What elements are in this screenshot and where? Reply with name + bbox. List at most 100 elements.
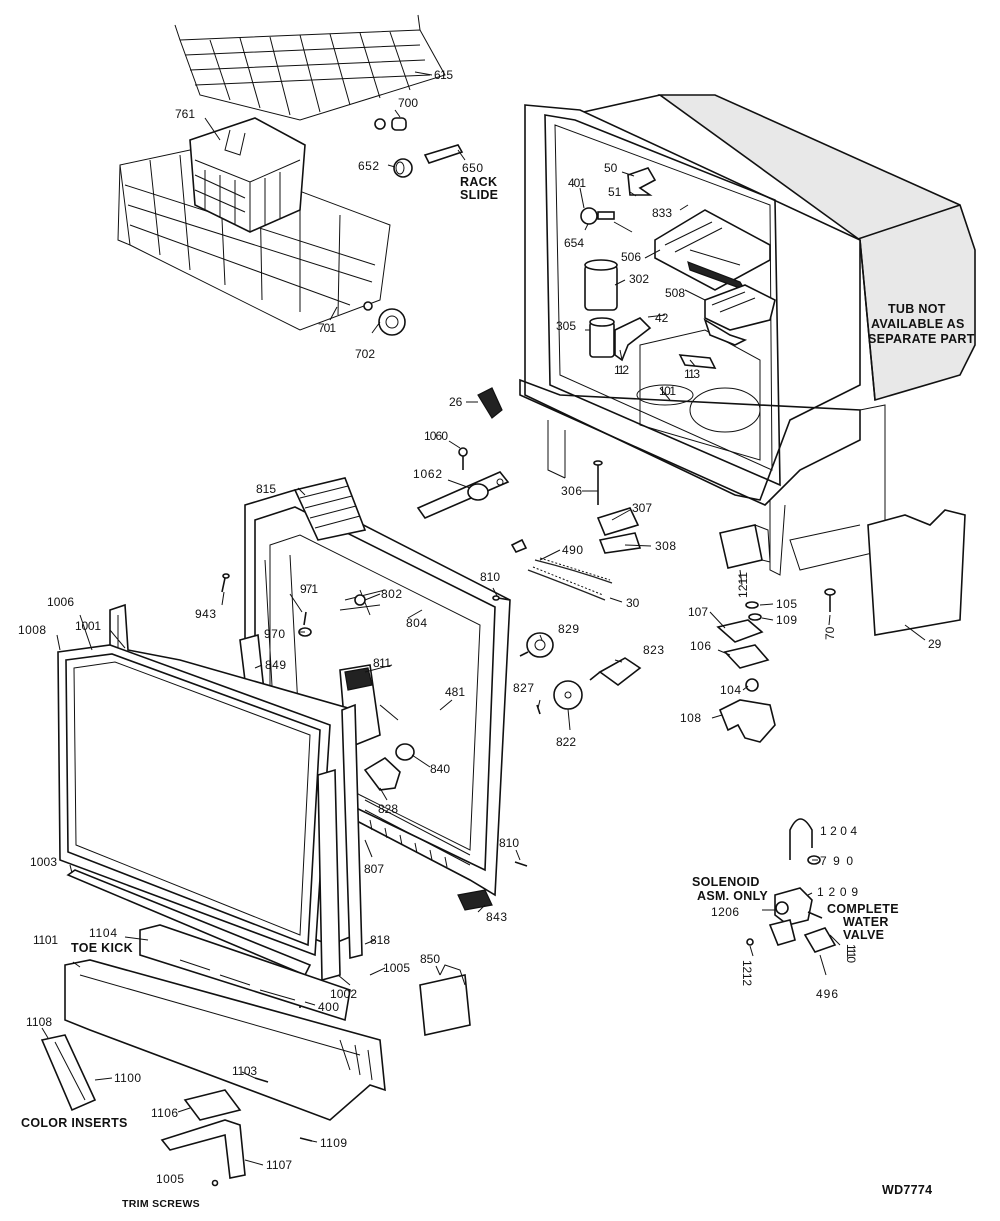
label-615: 615 [434, 68, 453, 82]
cup-305 [589, 317, 615, 358]
screw-810a [492, 595, 511, 601]
label-1003: 1003 [30, 855, 57, 869]
label-1101: 1101 [33, 933, 58, 947]
vent-815 [293, 477, 367, 541]
screw-810b [514, 861, 528, 867]
wheel-822 [553, 680, 583, 710]
side-trim-1002 [317, 768, 341, 982]
valve-line3: VALVE [843, 928, 884, 942]
tub-note-line1: TUB NOT [888, 302, 946, 316]
label-652: 652 [358, 159, 379, 173]
tub-note-line3: SEPARATE PART [868, 332, 975, 346]
valve-line1: COMPLETE [827, 902, 899, 916]
rack-roller-700 [374, 117, 407, 131]
label-1204: 1204 [820, 824, 857, 838]
springs-30 [527, 557, 613, 601]
label-1002: 1002 [330, 987, 357, 1001]
rinse-aid-dispenser-508 [703, 284, 776, 346]
hook-1060 [458, 447, 468, 470]
label-50: 50 [604, 161, 618, 175]
label-508: 508 [665, 286, 685, 300]
label-802: 802 [381, 587, 402, 601]
silverware-basket[interactable] [189, 117, 306, 233]
screw-1109 [299, 1137, 313, 1142]
plate-107 [716, 619, 764, 643]
door-wheel-802 [339, 589, 386, 616]
label-804: 804 [406, 616, 427, 630]
rack-slide-line2: SLIDE [460, 188, 498, 202]
solenoid-line1: SOLENOID [692, 875, 760, 889]
knob-654 [580, 207, 633, 233]
label-1110: 1110 [844, 944, 858, 963]
label-30: 30 [626, 596, 640, 610]
label-106: 106 [690, 639, 711, 653]
rack-stop-652 [393, 158, 413, 178]
label-790: 790 [820, 854, 853, 868]
label-107: 107 [688, 605, 708, 619]
roller-702 [363, 301, 406, 336]
label-1100: 1100 [114, 1071, 141, 1085]
bracket-818 [341, 703, 363, 960]
label-490: 490 [562, 543, 583, 557]
label-1106: 1106 [151, 1106, 178, 1120]
label-807: 807 [364, 862, 384, 876]
label-496: 496 [816, 987, 838, 1001]
trim-843 [457, 889, 493, 911]
label-1206: 1206 [711, 905, 739, 919]
label-850: 850 [420, 952, 440, 966]
label-1103: 1103 [232, 1064, 257, 1078]
rack-slide-650 [423, 144, 464, 164]
label-1209: 1209 [817, 885, 858, 899]
door-panel-1008[interactable] [57, 644, 331, 957]
knob-840 [395, 743, 415, 761]
leader-lines [41, 71, 926, 1166]
color-inserts-label: COLOR INSERTS [21, 1116, 128, 1130]
color-inserts-1108 [40, 1034, 97, 1112]
bracket-50 [627, 167, 657, 196]
washer-109 [748, 613, 762, 621]
label-702: 702 [355, 347, 375, 361]
rail-113 [678, 354, 717, 369]
label-1005a: 1005 [383, 961, 410, 975]
label-843: 843 [486, 910, 507, 924]
cover-29 [867, 509, 966, 636]
label-481: 481 [445, 685, 465, 699]
label-104: 104 [720, 683, 741, 697]
label-1062: 1062 [413, 467, 442, 481]
label-971: 971 [300, 582, 318, 596]
label-401: 401 [568, 176, 586, 190]
water-valve-1209 [768, 887, 823, 946]
label-51: 51 [608, 185, 622, 199]
valve-line2: WATER [843, 915, 889, 929]
label-1005b: 1005 [156, 1172, 184, 1186]
bracket-1106 [183, 1089, 242, 1121]
upper-rack[interactable] [174, 14, 446, 121]
label-654: 654 [564, 236, 584, 250]
label-1108: 1108 [26, 1015, 52, 1029]
label-1212: 1212 [740, 960, 754, 986]
label-810b: 810 [499, 836, 519, 850]
screw-827 [536, 704, 541, 715]
label-400: 400 [318, 1000, 339, 1014]
screw-1103 [254, 1077, 269, 1083]
washer-105 [745, 601, 759, 609]
label-101: 101 [659, 384, 676, 398]
label-113: 113 [684, 367, 700, 381]
label-840: 840 [430, 762, 450, 776]
label-302: 302 [629, 272, 649, 286]
label-829: 829 [558, 622, 579, 636]
label-307: 307 [632, 501, 652, 515]
label-1109: 1109 [320, 1136, 347, 1150]
bracket-108 [718, 699, 776, 743]
label-970: 970 [264, 627, 285, 641]
bracket-112 [614, 317, 652, 362]
hinge-308 [598, 532, 642, 554]
label-1211: 1211 [736, 572, 750, 598]
label-828: 828 [378, 802, 398, 816]
trim-strip-1003 [66, 869, 312, 977]
tub-floor [636, 329, 761, 461]
hinge-307 [596, 507, 640, 536]
toe-kick-1104[interactable] [139, 924, 351, 1022]
toe-kick-label: TOE KICK [71, 941, 133, 955]
bracket-1107 [160, 1119, 246, 1179]
